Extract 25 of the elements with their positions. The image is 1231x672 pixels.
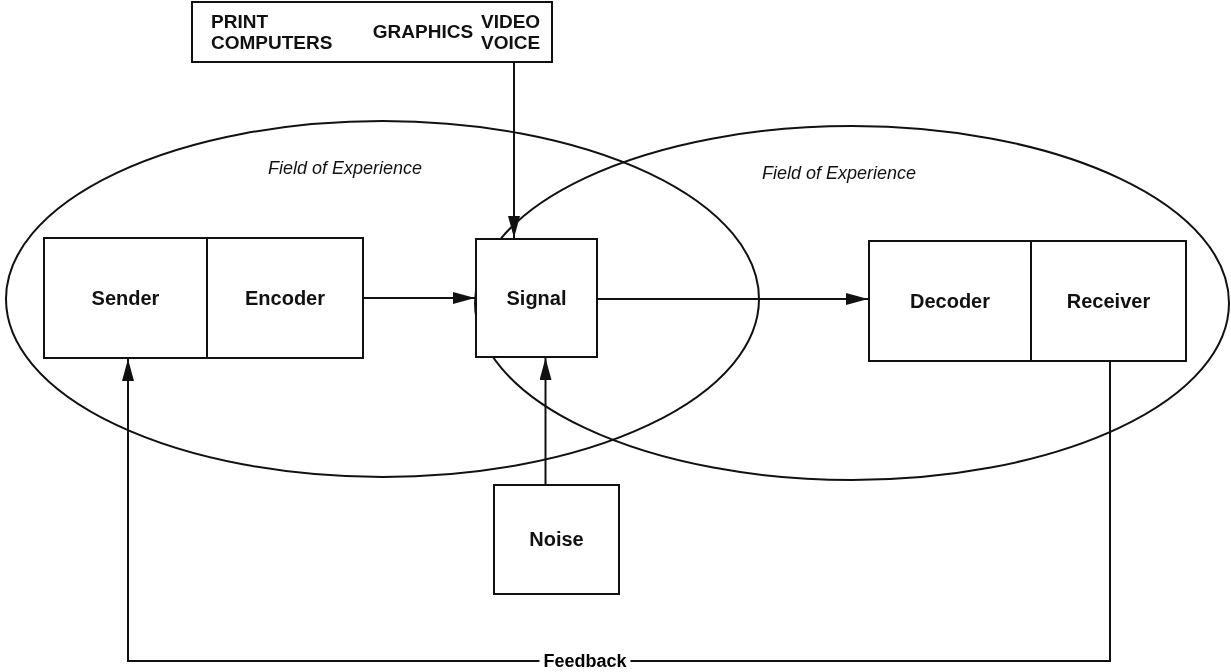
box-label: Signal xyxy=(506,286,567,310)
arrow xyxy=(539,357,552,485)
box-label: Noise xyxy=(529,528,584,551)
process-box xyxy=(868,240,1032,362)
arrow xyxy=(122,358,1111,662)
region-label: Field of Experience xyxy=(762,163,917,184)
process-box xyxy=(206,237,364,359)
ellipse-region xyxy=(5,120,760,478)
box-label: Encoder xyxy=(245,286,325,310)
process-box xyxy=(475,238,598,358)
box-label: Decoder xyxy=(910,289,990,313)
process-box xyxy=(43,237,208,359)
arrow xyxy=(597,293,869,305)
region-label: Field of Experience xyxy=(268,158,423,179)
media-label: VIDEO VOICE xyxy=(481,11,542,53)
arrow xyxy=(363,292,476,304)
media-box xyxy=(191,1,553,63)
process-box xyxy=(1030,240,1187,362)
process-box xyxy=(493,484,620,595)
box-label: Receiver xyxy=(1066,289,1151,313)
media-label: PRINT COMPUTERS xyxy=(211,11,334,53)
arrow xyxy=(508,62,520,239)
media-label: GRAPHICS xyxy=(371,21,475,42)
box-label: Sender xyxy=(91,286,160,310)
ellipse-region xyxy=(474,125,1230,481)
